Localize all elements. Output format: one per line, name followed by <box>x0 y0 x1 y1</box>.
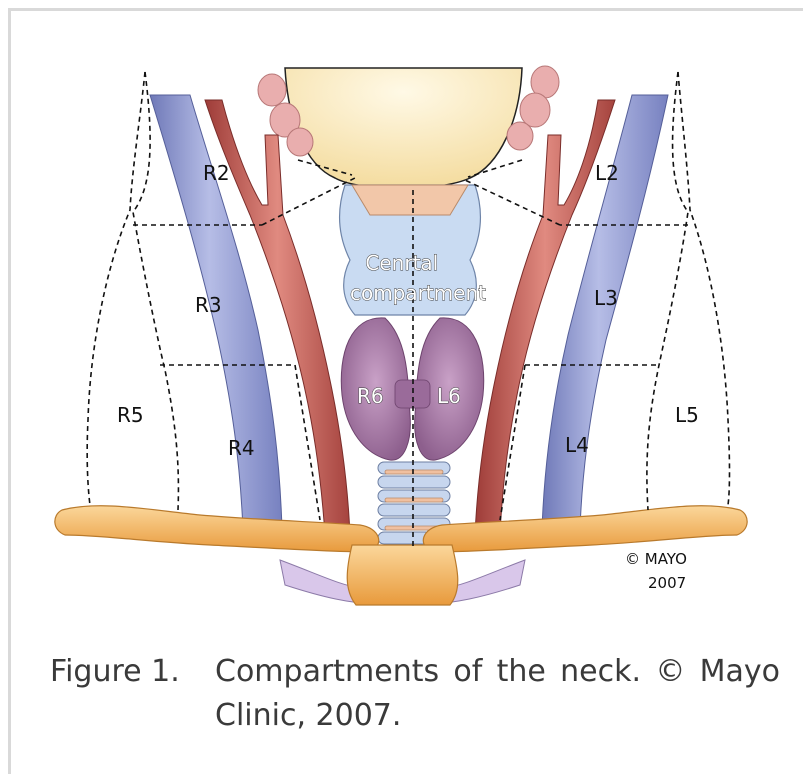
label-l5: L5 <box>675 403 699 427</box>
figure-caption: Figure 1. Compartments of the neck. © Ma… <box>50 650 780 738</box>
thyroid-isthmus <box>395 380 430 408</box>
figure-number: Figure 1. <box>50 650 215 738</box>
thyrohyoid-membrane <box>352 185 468 215</box>
label-r5: R5 <box>117 403 144 427</box>
label-r4: R4 <box>228 436 255 460</box>
label-l4: L4 <box>565 433 589 457</box>
label-l6: L6 <box>437 384 461 408</box>
left-clavicle <box>423 506 747 552</box>
label-r2: R2 <box>203 161 230 185</box>
label-l2: L2 <box>595 161 619 185</box>
label-l3: L3 <box>594 286 618 310</box>
figure-caption-text: Compartments of the neck. © Mayo Clinic,… <box>215 650 780 738</box>
manubrium-sternum <box>347 545 458 605</box>
label-r6: R6 <box>357 384 384 408</box>
copyright-line2: 2007 <box>648 574 686 592</box>
copyright-line1: © MAYO <box>625 550 687 568</box>
label-r3: R3 <box>195 293 222 317</box>
